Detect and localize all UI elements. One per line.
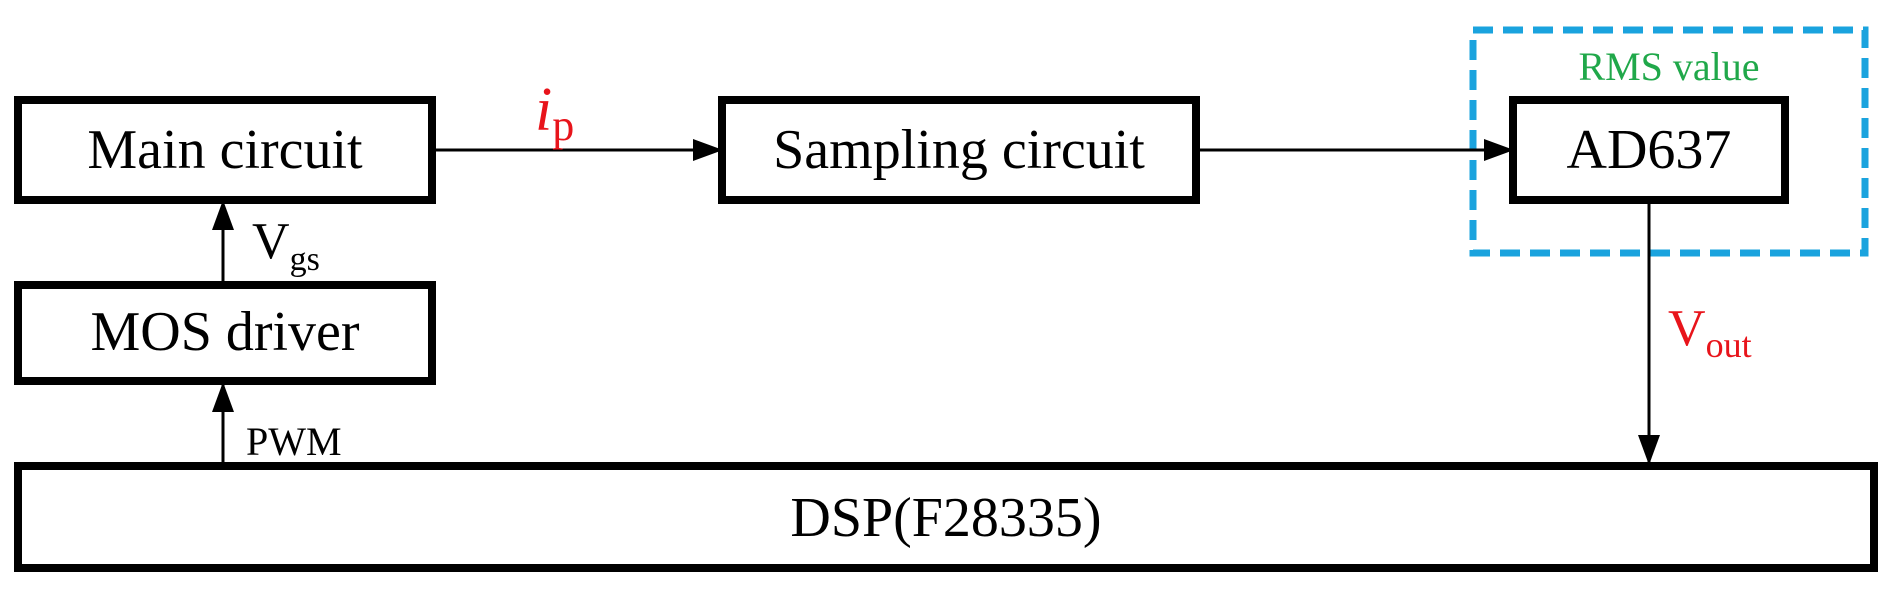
mos-driver-block: MOS driver — [14, 281, 436, 385]
mos-driver-label: MOS driver — [90, 301, 359, 363]
vgs-main: V — [252, 213, 290, 270]
sampling-circuit-label: Sampling circuit — [773, 119, 1145, 181]
ip-main: i — [535, 76, 552, 144]
main-circuit-block: Main circuit — [14, 96, 436, 204]
sampling-circuit-block: Sampling circuit — [718, 96, 1200, 204]
ip-sub: p — [552, 101, 574, 150]
ad637-block: AD637 — [1509, 96, 1789, 204]
rms-dashed-box — [1469, 26, 1869, 257]
dsp-block: DSP(F28335) — [14, 462, 1878, 572]
vout-main: V — [1668, 300, 1706, 357]
ip-signal-label: ip — [535, 76, 574, 150]
main-circuit-label: Main circuit — [87, 119, 363, 181]
ad637-label: AD637 — [1567, 119, 1732, 181]
vgs-signal-label: Vgs — [252, 213, 320, 278]
rms-value-annotation: RMS value — [1578, 44, 1759, 89]
pwm-signal-label: PWM — [246, 419, 342, 464]
vgs-sub: gs — [290, 241, 320, 278]
vout-sub: out — [1706, 325, 1752, 365]
vout-signal-label: Vout — [1668, 300, 1752, 365]
dsp-label: DSP(F28335) — [790, 487, 1101, 549]
